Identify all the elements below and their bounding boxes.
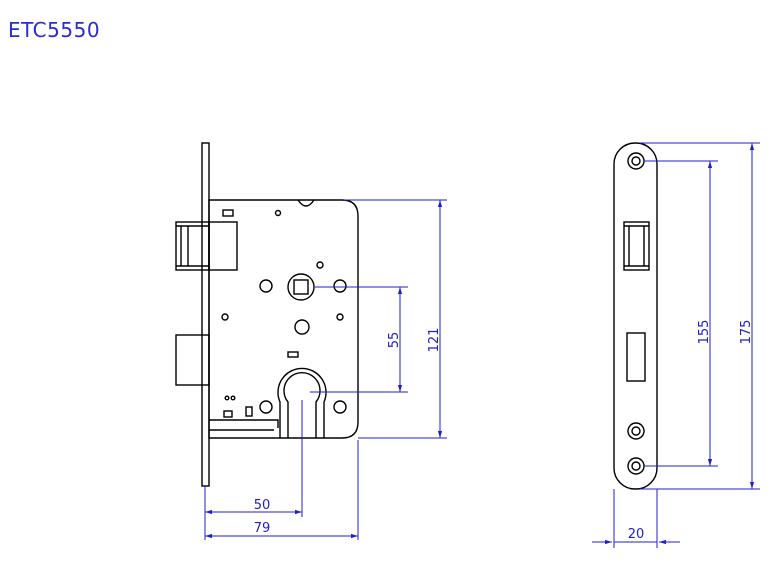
cylinder-cutout xyxy=(283,372,321,438)
dim-79: 79 xyxy=(254,521,271,536)
dim-20: 20 xyxy=(628,527,645,542)
dim-155: 155 xyxy=(697,320,712,345)
dim-175: 175 xyxy=(739,320,754,345)
faceplate xyxy=(613,142,658,490)
front-view-dimensions xyxy=(592,142,760,548)
latch-bolt xyxy=(175,221,238,271)
faceplate-front-view xyxy=(613,142,658,490)
forend-plate xyxy=(201,142,210,487)
dim-50: 50 xyxy=(254,498,271,513)
latch-opening xyxy=(623,221,650,271)
top-screw-hole xyxy=(627,152,645,170)
lock-side-view xyxy=(175,142,359,487)
dim-55: 55 xyxy=(387,332,402,349)
dead-bolt xyxy=(175,334,210,386)
dim-121: 121 xyxy=(427,328,442,353)
deadbolt-opening xyxy=(626,332,646,382)
cylinder-screw-hole xyxy=(627,422,645,440)
side-view-dimensions xyxy=(204,199,447,540)
handle-follower xyxy=(287,273,315,301)
drawing-title: ETC5550 xyxy=(8,18,101,42)
bottom-screw-hole xyxy=(627,457,645,475)
lock-case xyxy=(208,199,359,439)
